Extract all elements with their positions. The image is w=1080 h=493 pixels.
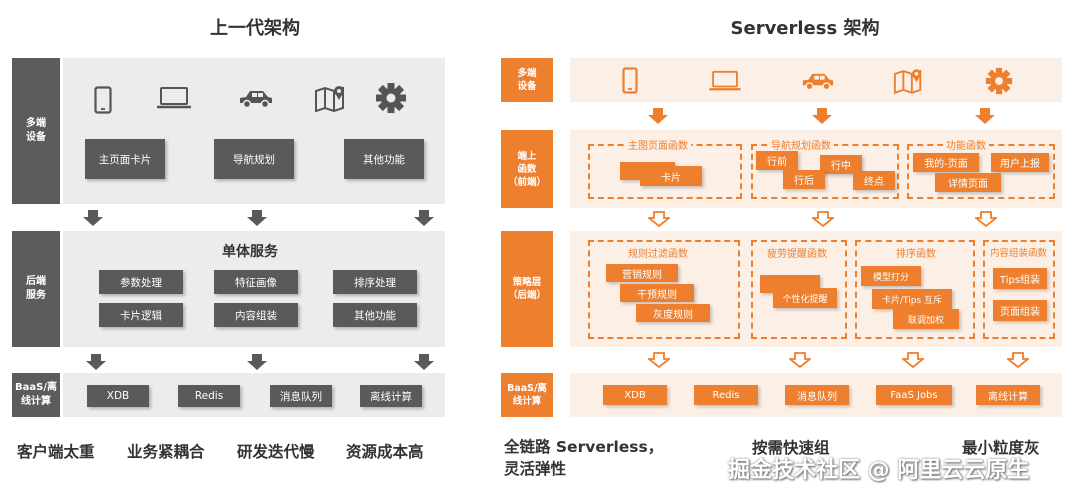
monolith-title: 单体服务 bbox=[222, 244, 278, 260]
right-baas-offline: 离线计算 bbox=[976, 385, 1040, 405]
backend-box-other: 其他功能 bbox=[333, 303, 417, 327]
strategy-box-card-tips-mutex: 卡片/Tips 互斥 bbox=[872, 289, 952, 309]
left-title: 上一代架构 bbox=[210, 18, 300, 39]
strategy-box-marketing-rule: 营销规则 bbox=[606, 264, 678, 282]
right-baas-redis: Redis bbox=[694, 385, 758, 405]
left-baas-redis: Redis bbox=[178, 385, 240, 407]
left-device-box-navigation: 导航规划 bbox=[214, 139, 294, 179]
left-label-backend: 后端 服务 bbox=[12, 231, 60, 347]
left-baas-mq: 消息队列 bbox=[270, 385, 332, 407]
gear-icon bbox=[376, 83, 406, 113]
car-icon bbox=[802, 73, 834, 91]
frontend-box-user-report: 用户上报 bbox=[991, 153, 1049, 172]
frontend-box-my-page: 我的-页面 bbox=[913, 153, 979, 172]
car-icon bbox=[240, 91, 272, 109]
backend-box-profile: 特征画像 bbox=[214, 270, 298, 294]
strategy-box-joint-weighting: 联调加权 bbox=[893, 309, 959, 329]
strategy-group-title: 规则过滤函数 bbox=[625, 245, 691, 260]
strategy-group-rule-filter bbox=[588, 240, 740, 339]
strategy-box-personalized-reminder: 个性化提醒 bbox=[773, 288, 837, 308]
map-icon bbox=[315, 86, 344, 112]
right-baas-faas-jobs: FaaS Jobs bbox=[876, 385, 952, 405]
strategy-group-title: 疲劳提醒函数 bbox=[764, 245, 830, 260]
left-device-box-other: 其他功能 bbox=[344, 139, 424, 179]
backend-box-card-logic: 卡片逻辑 bbox=[99, 303, 183, 327]
strategy-group-content-assembly bbox=[983, 240, 1055, 339]
right-caption: 最小粒度灰 bbox=[962, 439, 1040, 457]
right-label-frontend: 端上 函数 （前端） bbox=[501, 130, 553, 208]
frontend-group-title: 功能函数 bbox=[943, 137, 989, 152]
strategy-box-gray-rule: 灰度规则 bbox=[636, 304, 710, 322]
map-icon bbox=[893, 69, 922, 94]
right-baas-mq: 消息队列 bbox=[785, 385, 849, 405]
strategy-box-tips-assembly: Tips组装 bbox=[993, 268, 1047, 289]
strategy-group-title: 排序函数 bbox=[893, 245, 939, 260]
left-device-box-home-card: 主页面卡片 bbox=[85, 139, 165, 179]
right-label-devices: 多端 设备 bbox=[501, 58, 553, 102]
left-caption: 资源成本高 bbox=[346, 443, 424, 461]
right-caption: 全链路 Serverless， 灵活弹性 bbox=[504, 438, 664, 478]
left-baas-offline: 离线计算 bbox=[360, 385, 422, 407]
laptop-icon bbox=[709, 70, 741, 91]
right-title: Serverless 架构 bbox=[730, 18, 880, 39]
frontend-box-detail-page: 详情页面 bbox=[935, 173, 1001, 192]
phone-icon bbox=[622, 67, 638, 94]
backend-box-content-assembly: 内容组装 bbox=[214, 303, 298, 327]
right-baas-xdb: XDB bbox=[603, 385, 667, 405]
strategy-box-page-assembly: 页面组装 bbox=[993, 300, 1047, 321]
frontend-box-before-trip: 行前 bbox=[756, 151, 798, 170]
frontend-group-title: 导航规划函数 bbox=[768, 137, 834, 152]
backend-box-sorting: 排序处理 bbox=[333, 270, 417, 294]
left-devices-panel bbox=[63, 58, 445, 204]
strategy-group-sorting bbox=[855, 240, 975, 339]
right-caption: 按需快速组 bbox=[752, 439, 830, 457]
backend-box-params: 参数处理 bbox=[99, 270, 183, 294]
phone-icon bbox=[94, 86, 112, 114]
left-caption: 研发迭代慢 bbox=[237, 443, 315, 461]
watermark: 掘金技术社区 @ 阿里云云原生 bbox=[728, 458, 1030, 483]
strategy-group-title: 内容组装函数 bbox=[987, 245, 1051, 259]
strategy-box-model-scoring: 模型打分 bbox=[861, 266, 921, 286]
left-caption: 业务紧耦合 bbox=[127, 443, 205, 461]
left-label-devices: 多端 设备 bbox=[12, 58, 60, 204]
laptop-icon bbox=[157, 87, 191, 109]
left-baas-xdb: XDB bbox=[87, 385, 149, 407]
frontend-box-destination: 终点 bbox=[853, 171, 895, 190]
frontend-box-during-trip: 行中 bbox=[820, 155, 862, 174]
frontend-box-after-trip: 行后 bbox=[783, 170, 825, 189]
strategy-box-intervention-rule: 干预规则 bbox=[620, 284, 694, 302]
right-label-baas: BaaS/离 线计算 bbox=[501, 373, 553, 417]
right-label-strategy: 策略层 （后端） bbox=[501, 231, 553, 347]
left-label-baas: BaaS/离 线计算 bbox=[12, 373, 60, 417]
left-caption: 客户端太重 bbox=[17, 443, 95, 461]
frontend-group-title: 主图页面函数 bbox=[625, 137, 691, 152]
gear-icon bbox=[985, 67, 1013, 95]
strategy-group-fatigue bbox=[751, 240, 847, 339]
frontend-box-card: 卡片 bbox=[640, 166, 702, 186]
